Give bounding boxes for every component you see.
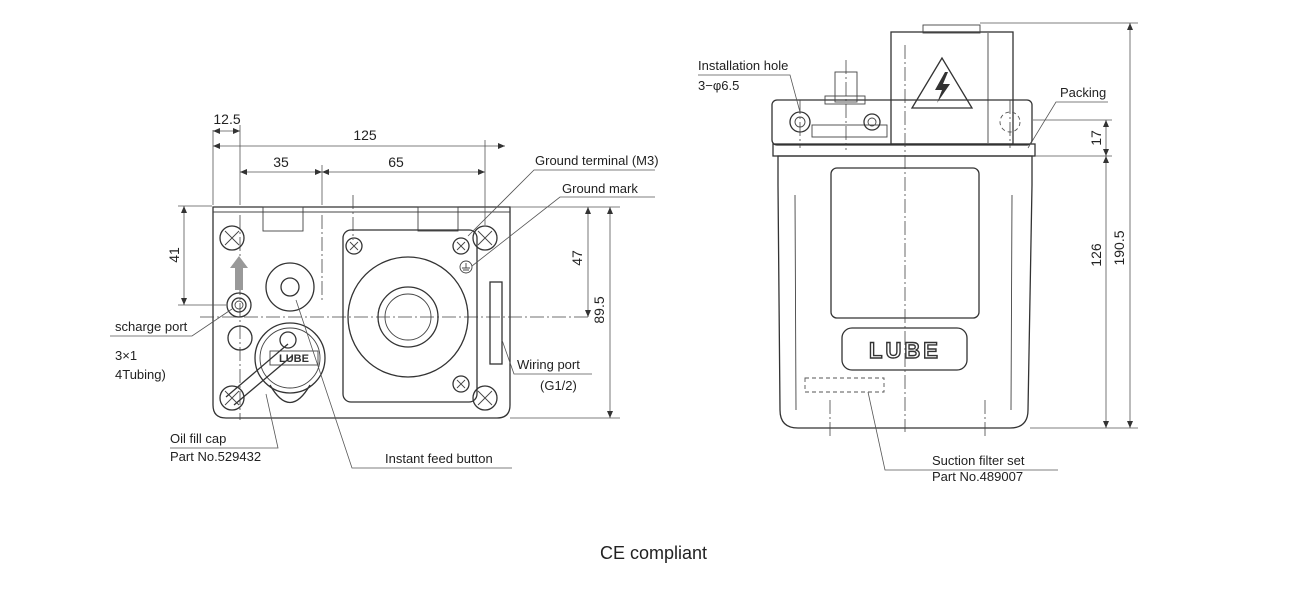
- dim-12-5: 12.5: [213, 111, 240, 127]
- dim-126: 126: [1088, 243, 1104, 267]
- dim-190-5: 190.5: [1111, 230, 1127, 265]
- label-suction-filter: Suction filter set: [932, 453, 1025, 468]
- label-discharge-spec-2: 4Tubing): [115, 367, 166, 382]
- label-discharge-spec-1: 3×1: [115, 348, 137, 363]
- label-wiring-port: Wiring port: [517, 357, 580, 372]
- front-body-outline: [212, 206, 511, 419]
- screw-bottom-right: [472, 385, 498, 411]
- dim-17: 17: [1088, 130, 1104, 146]
- label-ground-terminal: Ground terminal (M3): [535, 153, 659, 168]
- instant-feed-button: [265, 262, 315, 312]
- top-tab-left: [262, 206, 304, 232]
- high-voltage-warning-icon: [910, 56, 974, 109]
- label-oil-fill-cap: Oil fill cap: [170, 431, 226, 446]
- label-ground-mark: Ground mark: [562, 181, 638, 196]
- wiring-port: [489, 281, 503, 365]
- label-packing: Packing: [1060, 85, 1106, 100]
- dim-41: 41: [166, 247, 182, 263]
- front-view: LUBE: [110, 111, 659, 469]
- screw-top-left: [219, 225, 245, 251]
- side-logo-text: LUBE: [869, 338, 941, 363]
- terminal-box: [890, 31, 1014, 145]
- screw-top-right: [472, 225, 498, 251]
- motor-housing: [342, 229, 478, 403]
- housing-screw-top-right: [452, 237, 470, 255]
- installation-hole-mid: [863, 113, 881, 131]
- discharge-direction-arrow-icon: [230, 256, 248, 290]
- side-logo-plate: [841, 327, 968, 371]
- reservoir-outline: [777, 155, 1033, 429]
- label-wiring-port-size: (G1/2): [540, 378, 577, 393]
- dim-125: 125: [353, 127, 377, 143]
- cap-logo: LUBE: [279, 353, 309, 365]
- dim-89-5: 89.5: [591, 296, 607, 323]
- oil-fill-cap: LUBE: [225, 322, 326, 406]
- label-oil-fill-cap-part: Part No.529432: [170, 449, 261, 464]
- caption-ce-compliant: CE compliant: [599, 543, 708, 563]
- side-view: LUBE 17 126 190.5 Installation hole 3−φ6…: [698, 22, 1138, 484]
- flange-packing: [772, 143, 1036, 157]
- discharge-port: [226, 292, 252, 318]
- discharge-plug: [227, 325, 253, 351]
- housing-screw-bottom: [452, 375, 470, 393]
- suction-filter: [804, 377, 885, 393]
- dim-47: 47: [569, 250, 585, 266]
- dim-65: 65: [388, 154, 404, 170]
- label-installation-hole-spec: 3−φ6.5: [698, 78, 739, 93]
- top-tab-right: [417, 206, 459, 232]
- label-instant-feed-button: Instant feed button: [385, 451, 493, 466]
- label-discharge-port: scharge port: [115, 319, 188, 334]
- ground-mark-icon: [459, 260, 473, 274]
- label-installation-hole: Installation hole: [698, 58, 788, 73]
- label-suction-filter-part: Part No.489007: [932, 469, 1023, 484]
- housing-screw-top: [345, 237, 363, 255]
- dim-35: 35: [273, 154, 289, 170]
